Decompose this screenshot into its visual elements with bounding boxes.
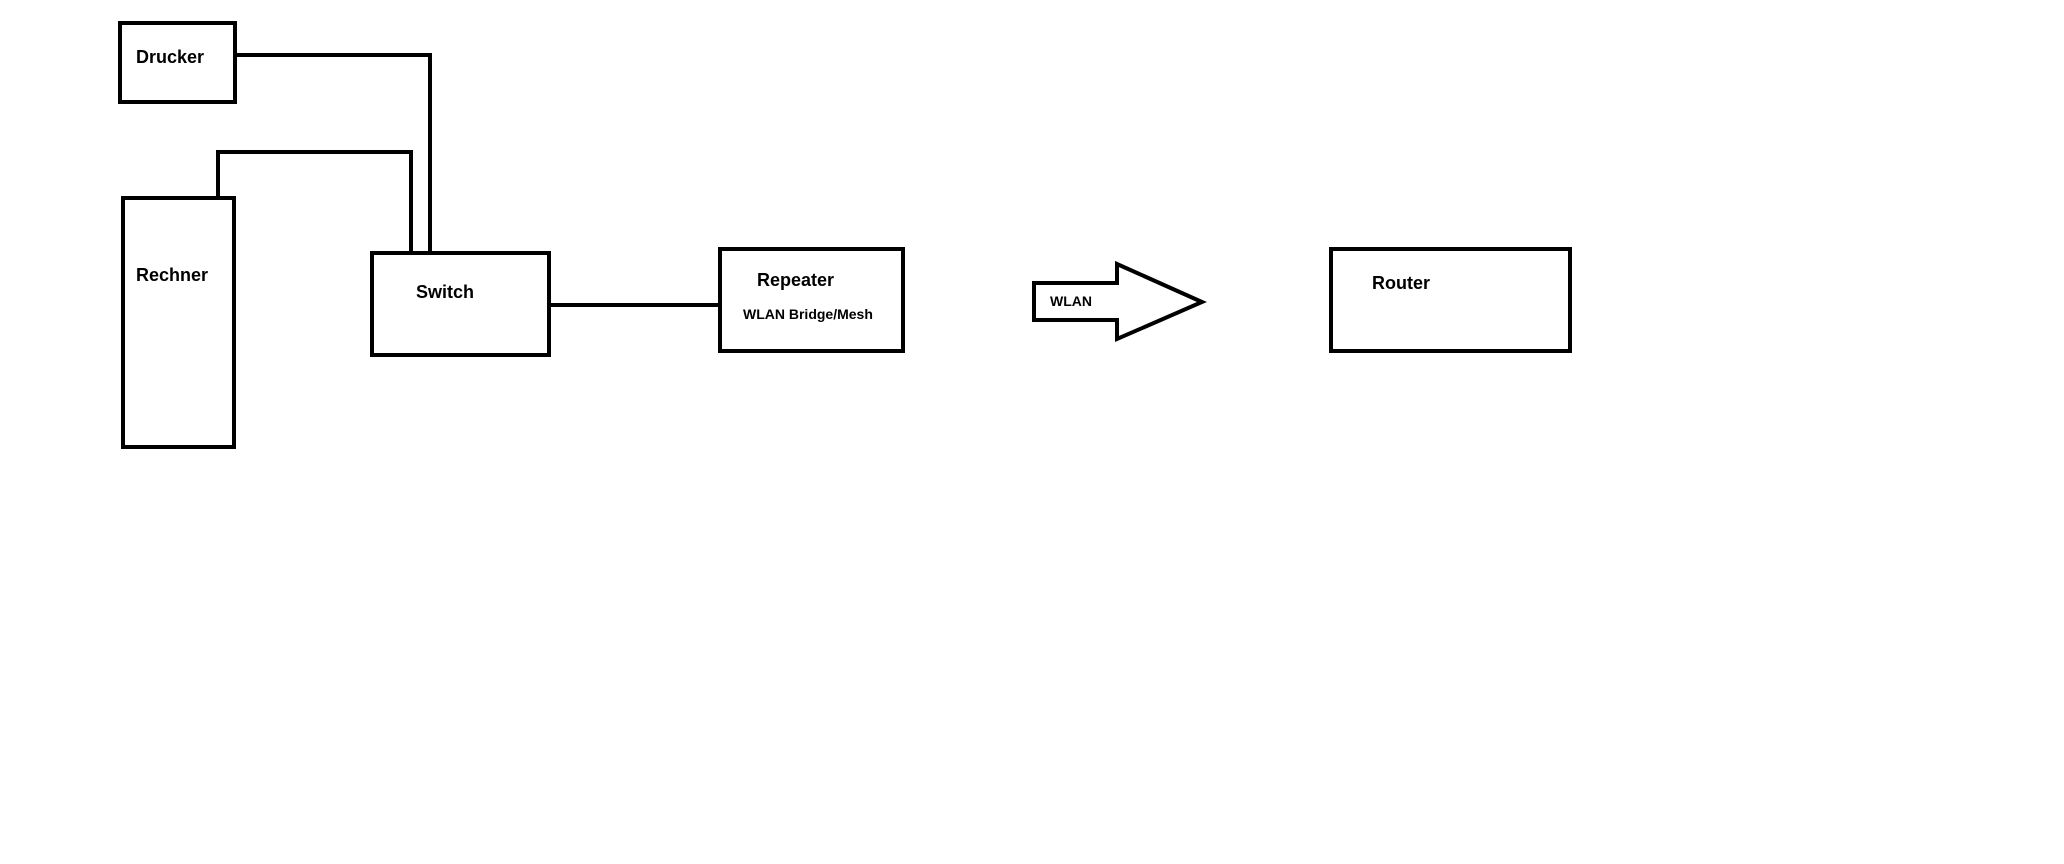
switch-box [370, 251, 551, 357]
cable-rechner-switch [216, 150, 413, 255]
cable-drucker-switch [233, 53, 432, 255]
switch-label: Switch [416, 282, 474, 302]
repeater-node: Repeater WLAN Bridge/Mesh [718, 247, 905, 353]
wlan-arrow-label: WLAN [1050, 293, 1092, 309]
drucker-label: Drucker [136, 47, 204, 67]
wlan-arrow-shape [1032, 260, 1207, 343]
switch-node: Switch [370, 251, 551, 357]
repeater-sublabel: WLAN Bridge/Mesh [743, 306, 873, 322]
router-node: Router [1329, 247, 1572, 353]
wlan-arrow: WLAN [1032, 260, 1207, 343]
repeater-label: Repeater [757, 270, 834, 290]
drucker-box [118, 21, 237, 104]
rechner-box [121, 196, 236, 449]
rechner-label: Rechner [136, 265, 208, 285]
router-box [1329, 247, 1572, 353]
router-label: Router [1372, 273, 1430, 293]
repeater-box [718, 247, 905, 353]
drucker-node: Drucker [118, 21, 237, 104]
rechner-node: Rechner [121, 196, 236, 449]
